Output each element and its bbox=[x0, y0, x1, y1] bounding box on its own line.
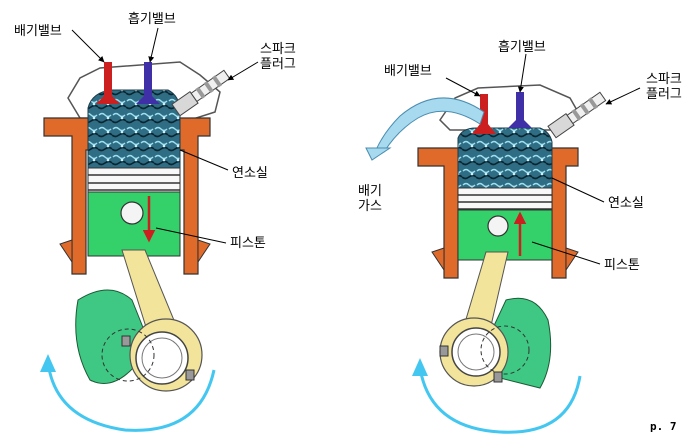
piston-rings bbox=[87, 167, 181, 193]
cylinder-rib bbox=[59, 239, 73, 264]
label-combustion-chamber-right: 연소실 bbox=[608, 196, 644, 211]
leader-spark-plug bbox=[605, 87, 641, 105]
label-spark-plug-line1: 스파크 bbox=[260, 42, 296, 57]
intake-valve-head bbox=[136, 96, 160, 104]
rotation-arrow bbox=[418, 367, 582, 434]
crank-circle bbox=[480, 325, 530, 375]
label-spark-plug-line2: 플러그 bbox=[260, 57, 296, 72]
crank-journal bbox=[451, 327, 501, 377]
leader-combustion-chamber bbox=[179, 149, 229, 171]
leader-spark-plug bbox=[227, 61, 259, 81]
piston-rings bbox=[457, 187, 553, 211]
cylinder-block bbox=[43, 117, 211, 275]
leader-exhaust-valve bbox=[71, 29, 105, 63]
label-exhaust-valve-right: 배기밸브 bbox=[384, 64, 432, 79]
leader-intake-valve bbox=[517, 53, 527, 93]
exhaust-valve-stem bbox=[480, 94, 488, 126]
label-spark-plug-right: 스파크 플러그 bbox=[646, 72, 682, 102]
label-combustion-chamber-left: 연소실 bbox=[232, 166, 268, 181]
exhaust-valve-head bbox=[472, 124, 496, 134]
label-spark-plug-line2: 플러그 bbox=[646, 87, 682, 102]
leader-intake-valve bbox=[148, 27, 159, 63]
intake-valve-head bbox=[508, 120, 532, 128]
exhaust-valve-stem bbox=[104, 62, 112, 102]
leader-piston bbox=[531, 241, 601, 265]
right-engine bbox=[365, 53, 641, 434]
piston-pin bbox=[120, 201, 144, 225]
combustion-gas bbox=[457, 127, 553, 189]
label-exhaust-gas-line2: 가스 bbox=[358, 199, 382, 214]
label-intake-valve-right: 흡기밸브 bbox=[498, 40, 546, 55]
crank-web bbox=[491, 297, 552, 389]
label-spark-plug-line1: 스파크 bbox=[646, 72, 682, 87]
label-piston-left: 피스톤 bbox=[230, 236, 266, 251]
cylinder-rib bbox=[197, 239, 211, 264]
label-exhaust-valve-left: 배기밸브 bbox=[14, 24, 62, 39]
page-number: p. 7 bbox=[650, 420, 677, 433]
spark-plug bbox=[171, 69, 231, 117]
label-exhaust-gas-line1: 배기 bbox=[358, 184, 382, 199]
leader-combustion-chamber bbox=[551, 177, 605, 203]
label-exhaust-gas: 배기 가스 bbox=[358, 184, 382, 214]
piston-pin bbox=[487, 215, 509, 237]
intake-valve-stem bbox=[144, 62, 152, 102]
leader-piston bbox=[155, 227, 227, 244]
crank-circle bbox=[101, 328, 155, 382]
label-intake-valve-left: 흡기밸브 bbox=[128, 12, 176, 27]
exhaust-valve-head bbox=[96, 96, 120, 104]
intake-valve-stem bbox=[516, 92, 524, 126]
spark-plug bbox=[547, 91, 607, 139]
leader-exhaust-valve bbox=[445, 77, 481, 97]
rotation-arrow bbox=[46, 361, 216, 432]
left-engine bbox=[40, 27, 259, 432]
label-piston-right: 피스톤 bbox=[604, 258, 640, 273]
label-spark-plug-left: 스파크 플러그 bbox=[260, 42, 296, 72]
